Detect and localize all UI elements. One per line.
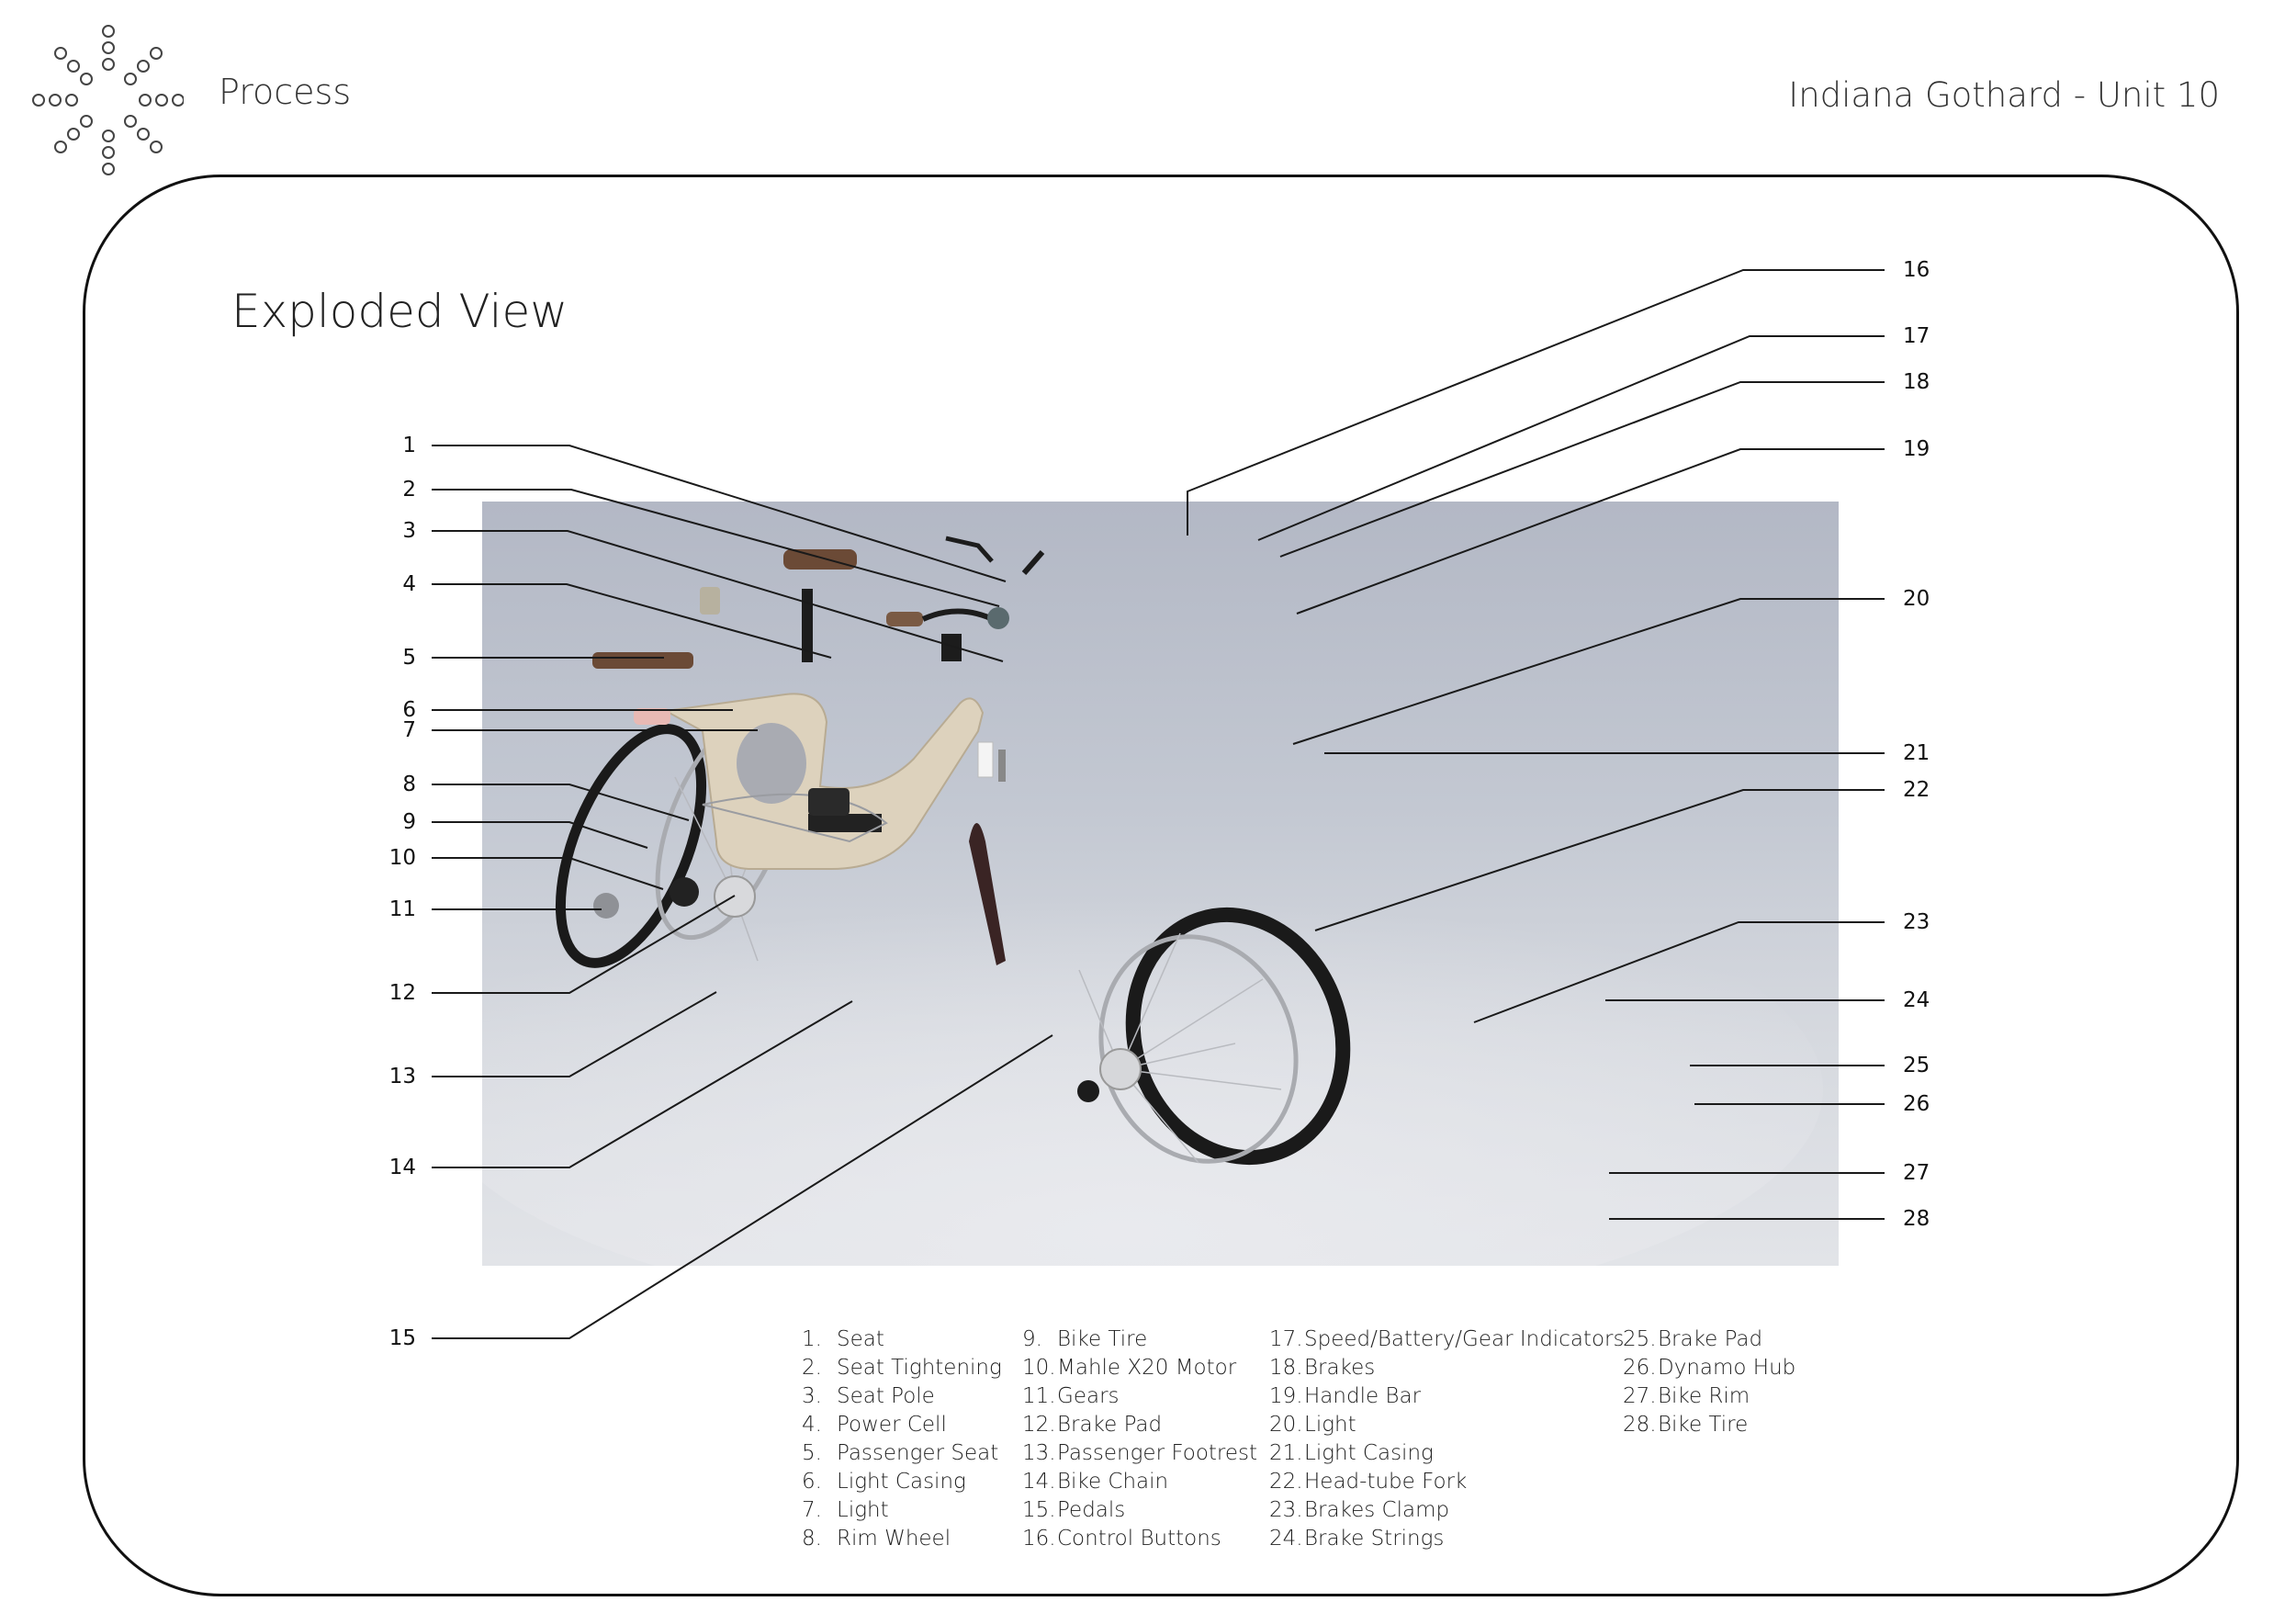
callout-number-17: 17: [1903, 324, 1930, 348]
legend-item: 23.Brakes Clamp: [1269, 1498, 1450, 1522]
callout-number-4: 4: [402, 572, 416, 596]
legend-item: 3.Seat Pole: [802, 1384, 935, 1408]
light-icon: [634, 708, 670, 725]
legend-item: 1.Seat: [802, 1327, 884, 1351]
callout-number-15: 15: [388, 1326, 416, 1350]
callout-number-5: 5: [402, 646, 416, 670]
legend-item: 21.Light Casing: [1269, 1441, 1434, 1465]
callout-number-28: 28: [1903, 1207, 1930, 1231]
legend-item: 26.Dynamo Hub: [1623, 1356, 1796, 1380]
legend-item: 11.Gears: [1022, 1384, 1120, 1408]
bike-render: [482, 502, 1839, 1266]
legend-item: 15.Pedals: [1022, 1498, 1126, 1522]
bike-frame: [662, 693, 985, 870]
power-cell-icon: [700, 587, 720, 615]
legend-item: 5.Passenger Seat: [802, 1441, 999, 1465]
legend-column-2: 9.Bike Tire 10.Mahle X20 Motor 11.Gears …: [1022, 1325, 1257, 1553]
callout-number-3: 3: [402, 519, 416, 543]
legend-item: 28.Bike Tire: [1623, 1413, 1749, 1437]
content-frame: [83, 175, 2239, 1596]
callout-number-19: 19: [1903, 437, 1930, 461]
callout-number-8: 8: [402, 773, 416, 796]
brake-lever-icon: [945, 536, 994, 563]
callout-number-18: 18: [1903, 370, 1930, 394]
passenger-seat-icon: [592, 652, 693, 669]
diagram-title: Exploded View: [231, 285, 568, 338]
callout-number-6: 6: [402, 698, 416, 722]
callout-number-12: 12: [388, 981, 416, 1005]
fork-icon: [969, 823, 1006, 965]
pedal-icon: [808, 788, 850, 816]
callout-number-23: 23: [1903, 910, 1930, 934]
front-wheel: [1077, 907, 1351, 1166]
callout-number-9: 9: [402, 810, 416, 834]
callout-number-10: 10: [388, 846, 416, 870]
callout-number-25: 25: [1903, 1054, 1930, 1077]
legend-item: 22.Head-tube Fork: [1269, 1470, 1468, 1494]
legend-item: 7.Light: [802, 1498, 889, 1522]
seat-icon: [783, 549, 857, 570]
legend-item: 16.Control Buttons: [1022, 1527, 1221, 1551]
callout-number-27: 27: [1903, 1161, 1930, 1185]
callout-number-24: 24: [1903, 988, 1930, 1012]
legend-item: 8.Rim Wheel: [802, 1527, 951, 1551]
handlebar-grip-icon: [886, 612, 923, 626]
legend-item: 24.Brake Strings: [1269, 1527, 1445, 1551]
callout-number-13: 13: [388, 1065, 416, 1088]
callout-number-16: 16: [1903, 258, 1930, 282]
callout-number-2: 2: [402, 478, 416, 502]
callout-number-26: 26: [1903, 1092, 1930, 1116]
legend-column-1: 1.Seat 2.Seat Tightening 3.Seat Pole 4.P…: [802, 1325, 1002, 1553]
section-label: Process: [219, 72, 352, 112]
callout-number-1: 1: [402, 434, 416, 457]
legend-item: 25.Brake Pad: [1623, 1327, 1763, 1351]
legend-item: 19.Handle Bar: [1269, 1384, 1422, 1408]
legend-item: 14.Bike Chain: [1022, 1470, 1169, 1494]
legend-item: 18.Brakes: [1269, 1356, 1376, 1380]
legend-item: 2.Seat Tightening: [802, 1356, 1002, 1380]
gears-icon: [593, 893, 619, 919]
seat-pole-icon: [802, 589, 813, 662]
logo-icon: [32, 25, 184, 175]
legend-item: 10.Mahle X20 Motor: [1022, 1356, 1237, 1380]
motor-icon: [670, 877, 699, 907]
legend-item: 27.Bike Rim: [1623, 1384, 1750, 1408]
callout-number-20: 20: [1903, 587, 1930, 611]
legend-item: 4.Power Cell: [802, 1413, 947, 1437]
legend-item: 13.Passenger Footrest: [1022, 1441, 1258, 1465]
legend-item: 9.Bike Tire: [1022, 1327, 1148, 1351]
front-light-icon: [977, 741, 994, 778]
legend-column-4: 25.Brake Pad 26.Dynamo Hub 27.Bike Rim 2…: [1623, 1325, 1795, 1439]
callout-number-11: 11: [388, 897, 416, 921]
legend-column-3: 17.Speed/Battery/Gear Indicators 18.Brak…: [1269, 1325, 1624, 1553]
legend-item: 17.Speed/Battery/Gear Indicators: [1269, 1327, 1625, 1351]
legend-item: 6.Light Casing: [802, 1470, 966, 1494]
callout-number-14: 14: [388, 1156, 416, 1179]
legend-item: 12.Brake Pad: [1022, 1413, 1163, 1437]
callout-number-7: 7: [402, 718, 416, 742]
author-unit-label: Indiana Gothard - Unit 10: [1788, 75, 2220, 115]
callout-number-21: 21: [1903, 741, 1930, 765]
legend-item: 20.Light: [1269, 1413, 1356, 1437]
callout-number-22: 22: [1903, 778, 1930, 802]
